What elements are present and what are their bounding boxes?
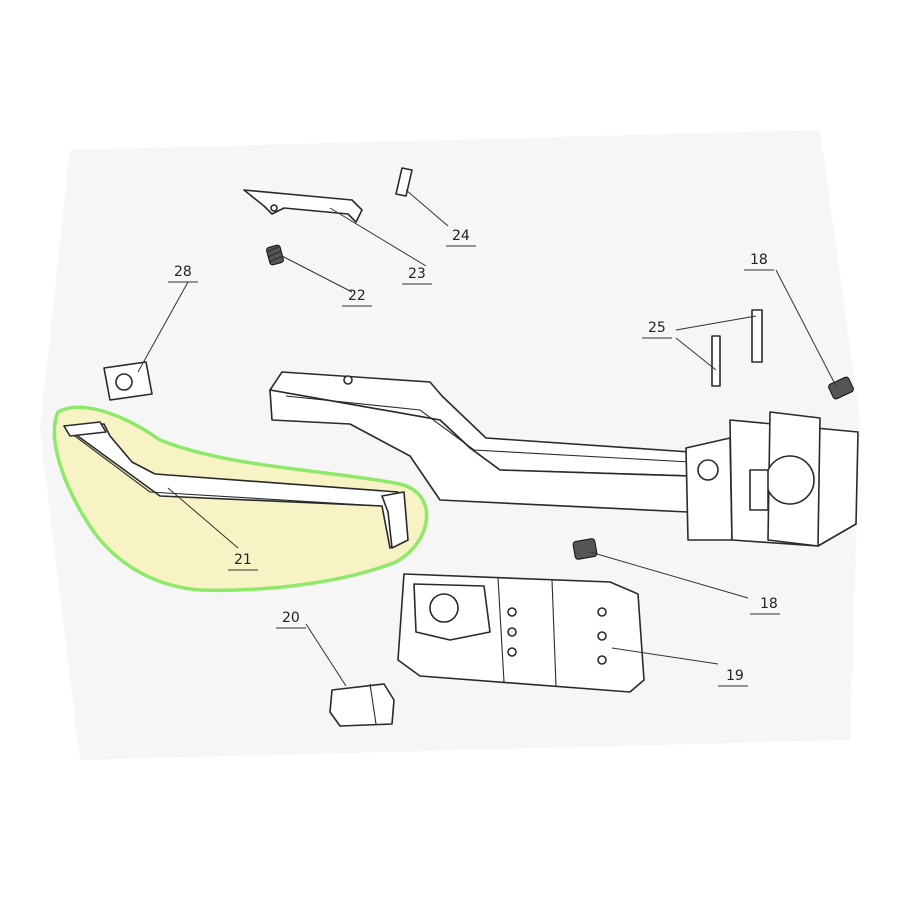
callout-28: 28 <box>168 264 198 283</box>
callout-18-lower: 18 <box>750 596 780 615</box>
callout-25: 25 <box>642 320 672 339</box>
callout-label-19: 19 <box>726 668 744 684</box>
callout-21: 21 <box>228 552 258 571</box>
callout-label-20: 20 <box>282 610 300 626</box>
part-21-lever <box>63 421 409 549</box>
callout-20: 20 <box>276 610 306 629</box>
callout-label-18-upper: 18 <box>750 252 768 268</box>
part-20-cap <box>329 683 395 727</box>
callout-24: 24 <box>446 228 476 247</box>
part-28-square-nut <box>103 361 153 401</box>
leader-lines <box>137 189 837 687</box>
callout-label-23: 23 <box>408 266 426 282</box>
part-22-spring <box>266 244 284 266</box>
part-24-pin <box>395 167 413 197</box>
callout-label-22: 22 <box>348 288 366 304</box>
callout-19: 19 <box>718 668 748 687</box>
part-19-grip-panel <box>397 573 645 693</box>
main-slide-body <box>269 371 859 547</box>
part-23-flat-bar <box>243 189 363 223</box>
callout-label-18-lower: 18 <box>760 596 778 612</box>
callout-22: 22 <box>342 288 372 307</box>
callout-18-upper: 18 <box>744 252 774 271</box>
callout-label-28: 28 <box>174 264 192 280</box>
part-18-spring-upper <box>828 376 854 400</box>
part-25-pins <box>711 309 763 387</box>
callout-23: 23 <box>402 266 432 285</box>
callout-label-25: 25 <box>648 320 666 336</box>
callout-label-24: 24 <box>452 228 470 244</box>
callout-label-21: 21 <box>234 552 252 568</box>
part-18-spring-lower <box>572 538 598 560</box>
